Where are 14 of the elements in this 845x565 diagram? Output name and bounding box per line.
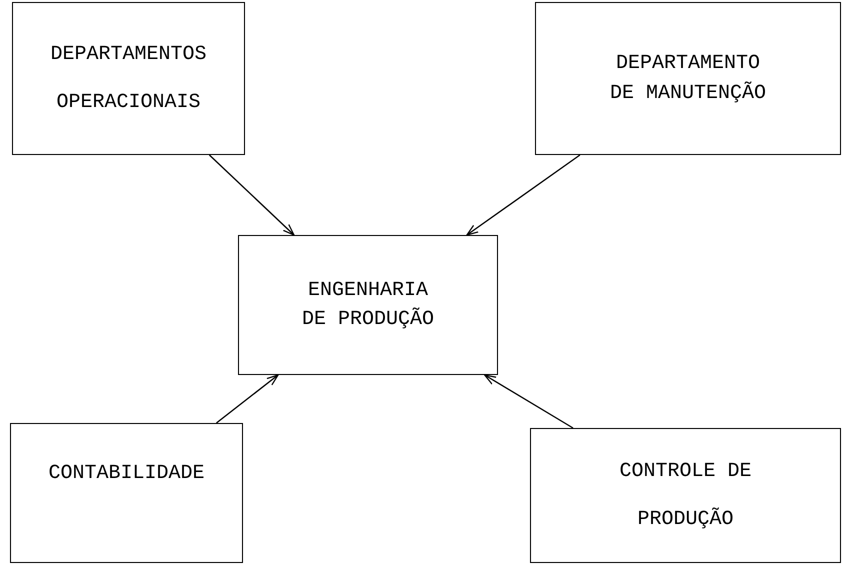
box-label: ENGENHARIA DE PRODUÇÃO: [300, 278, 436, 333]
arrow: [484, 374, 574, 429]
arrow: [216, 374, 279, 424]
process-box: [530, 428, 841, 563]
box-label: CONTABILIDADE: [48, 461, 205, 487]
box-label: DEPARTAMENTO DE MANUTENÇÃO: [608, 50, 768, 106]
process-box: [535, 2, 841, 155]
arrow: [466, 154, 580, 236]
process-box: [12, 2, 245, 155]
box-label: CONTROLE DE PRODUÇÃO: [618, 458, 753, 532]
box-label: DEPARTAMENTOS OPERACIONAIS: [49, 42, 208, 116]
process-box: [10, 423, 243, 563]
process-box: [238, 235, 498, 375]
arrow: [208, 154, 295, 236]
